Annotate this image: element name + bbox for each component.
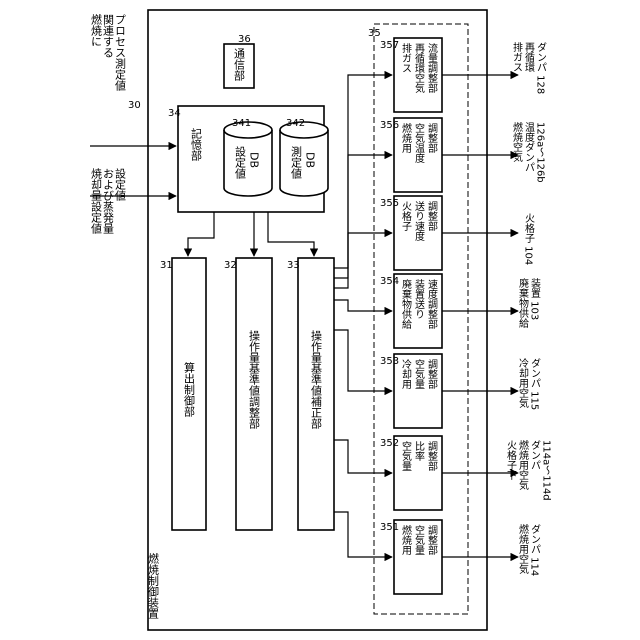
- adjuster-357-label-line: 再循環空気: [413, 43, 425, 94]
- adjuster-group-ref: 35: [368, 28, 381, 39]
- input-process-measurement: 燃焼に 関連する プロセス測定値: [90, 13, 127, 92]
- adjuster-351-label-line: 燃焼用: [400, 524, 412, 556]
- adjuster-353-ref: 353: [380, 356, 399, 367]
- adjuster-357-target-line: 再循環: [523, 42, 535, 73]
- adjuster-356-label-line: 空気温度: [413, 122, 425, 164]
- measurement-db-sub: DB: [304, 152, 317, 168]
- adjuster-356-target-line: 温度ダンパ: [523, 122, 535, 172]
- storage-unit-label: 記憶部: [190, 127, 203, 161]
- measurement-db-label: 測定値: [290, 145, 303, 180]
- adjuster-352-target-line: 114a～114d: [541, 440, 552, 501]
- adjuster-352-target-line: 火格子下: [505, 440, 517, 481]
- adjuster-352-target-line: ダンパ: [529, 440, 541, 470]
- communication-unit-ref: 36: [238, 34, 251, 45]
- measurement-db-ref: 342: [286, 118, 305, 129]
- adjuster-355-target-line: 火格子 104: [523, 213, 535, 265]
- base-adjust-ref: 32: [224, 260, 237, 271]
- storage-unit-ref: 34: [168, 108, 181, 119]
- adjuster-353-target-line: 冷却用空気: [517, 357, 529, 409]
- adjuster-355-label-line: 調整部: [426, 200, 438, 232]
- adjuster-353-label-line: 冷却用: [400, 358, 412, 390]
- adjuster-355-label-line: 火格子: [400, 201, 412, 231]
- adjuster-351-label-line: 調整部: [426, 524, 438, 556]
- base-correct-label: 操作量基準値補正部: [310, 329, 323, 429]
- adjuster-353-label-line: 空気量: [413, 358, 425, 389]
- adjuster-354-target-line: 廃棄物供給: [517, 277, 529, 329]
- adjuster-352-target-line: 燃焼用空気: [517, 439, 529, 491]
- adjuster-354-ref: 354: [380, 276, 399, 287]
- adjuster-357-ref: 357: [380, 40, 399, 51]
- adjuster-357-label-line: 流量調整部: [426, 42, 438, 94]
- calc-control-label: 算出制御部: [183, 361, 196, 417]
- adjuster-357-target-line: ダンパ 128: [535, 42, 547, 94]
- adjuster-351-ref: 351: [380, 522, 399, 533]
- adjuster-356-label-line: 調整部: [426, 122, 438, 154]
- adjuster-357-target-line: 排ガス: [511, 41, 523, 72]
- device-ref: 30: [128, 100, 141, 111]
- adjuster-352-label-line: 空気量: [400, 440, 412, 471]
- adjuster-354-label-line: 廃棄物供給: [400, 278, 412, 330]
- base-correct-ref: 33: [287, 260, 300, 271]
- setting-db-sub: DB: [248, 152, 261, 168]
- adjuster-356-ref: 356: [380, 120, 399, 131]
- adjuster-352-label-line: 調整部: [426, 440, 438, 472]
- adjuster-352-ref: 352: [380, 438, 399, 449]
- setting-db-label: 設定値: [234, 145, 247, 180]
- input-top-line-3: プロセス測定値: [114, 14, 127, 92]
- adjuster-351-target-line: ダンパ 114: [529, 524, 541, 576]
- adjuster-354-label-line: 装置送り: [413, 278, 425, 319]
- adjuster-351-target-line: 燃焼用空気: [517, 523, 529, 575]
- adjuster-353-target-line: ダンパ 115: [529, 358, 541, 410]
- adjuster-355-ref: 355: [380, 198, 399, 209]
- adjuster-355-label-line: 送り速度: [413, 200, 425, 242]
- device-name: 燃焼制御装置: [147, 552, 160, 619]
- adjuster-357-label-line: 排ガス: [400, 42, 412, 73]
- input-setpoints: 焼却量設定値 および蒸発量 設定値: [90, 167, 127, 235]
- adjuster-354-label-line: 速度調整部: [426, 279, 438, 330]
- calc-control-ref: 31: [160, 260, 173, 271]
- adjuster-356-target-line: 126a～126b: [535, 122, 546, 183]
- adjuster-354-target-line: 装置 103: [529, 277, 541, 320]
- base-adjust-label: 操作量基準値調整部: [248, 329, 261, 429]
- adjuster-352-label-line: 比率: [413, 441, 425, 462]
- communication-unit-label: 通信部: [233, 48, 246, 81]
- adjuster-353-label-line: 調整部: [426, 358, 438, 390]
- adjuster-351-label-line: 空気量: [413, 524, 425, 555]
- adjuster-356-target-line: 燃焼空気: [511, 121, 523, 163]
- setting-db-ref: 341: [232, 118, 251, 129]
- adjuster-356-label-line: 燃焼用: [400, 122, 412, 154]
